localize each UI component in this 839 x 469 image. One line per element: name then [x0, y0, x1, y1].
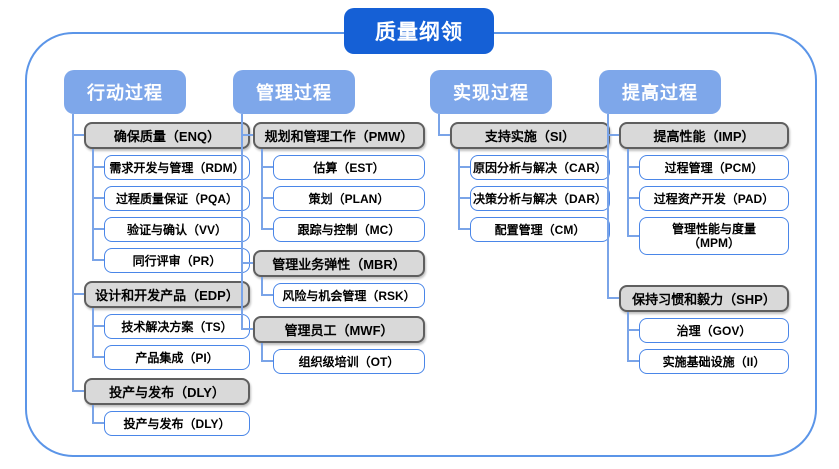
- group-branch: 风险与机会管理（RSK）: [261, 277, 425, 308]
- group-branch: 技术解决方案（TS） 产品集成（PI）: [92, 308, 250, 370]
- item-box-mpm: 管理性能与度量 （MPM）: [639, 217, 789, 255]
- diagram-title: 质量纲领: [344, 8, 494, 54]
- tree-node: 规划和管理工作（PMW） 估算（EST） 策划（PLAN） 跟踪与控制（MC）: [241, 114, 425, 242]
- group-branch: 需求开发与管理（RDM） 过程质量保证（PQA） 验证与确认（VV） 同行评审（…: [92, 149, 250, 273]
- tree-node: 组织级培训（OT）: [261, 343, 425, 374]
- column-improvement-process: 提高过程 提高性能（IMP） 过程管理（PCM） 过程资产开发（PAD） 管理性…: [599, 70, 789, 374]
- tree-node: 过程资产开发（PAD）: [627, 180, 789, 211]
- item-box-ot: 组织级培训（OT）: [273, 349, 425, 374]
- column-header-management-process: 管理过程: [233, 70, 355, 114]
- group-branch: 治理（GOV） 实施基础设施（II）: [627, 312, 789, 374]
- tree-node: 配置管理（CM）: [458, 211, 610, 242]
- item-box-pi: 产品集成（PI）: [104, 345, 250, 370]
- tree-node: 管理性能与度量 （MPM）: [627, 211, 789, 255]
- group-box-enq: 确保质量（ENQ）: [84, 122, 250, 149]
- item-box-rsk: 风险与机会管理（RSK）: [273, 283, 425, 308]
- tree-node: 投产与发布（DLY） 投产与发布（DLY）: [72, 370, 250, 436]
- item-box-car: 原因分析与解决（CAR）: [470, 155, 610, 180]
- group-branch: 过程管理（PCM） 过程资产开发（PAD） 管理性能与度量 （MPM）: [627, 149, 789, 255]
- group-box-mbr: 管理业务弹性（MBR）: [253, 250, 425, 277]
- column-implementation-process: 实现过程 支持实施（SI） 原因分析与解决（CAR） 决策分析与解决（DAR） …: [430, 70, 610, 242]
- column-header-implementation-process: 实现过程: [430, 70, 552, 114]
- group-box-edp: 设计和开发产品（EDP）: [84, 281, 250, 308]
- item-box-dar: 决策分析与解决（DAR）: [470, 186, 610, 211]
- tree-node: 策划（PLAN）: [261, 180, 425, 211]
- column-branch: 规划和管理工作（PMW） 估算（EST） 策划（PLAN） 跟踪与控制（MC） …: [241, 114, 425, 374]
- column-action-process: 行动过程 确保质量（ENQ） 需求开发与管理（RDM） 过程质量保证（PQA） …: [64, 70, 250, 436]
- tree-node: 决策分析与解决（DAR）: [458, 180, 610, 211]
- tree-node: 过程质量保证（PQA）: [92, 180, 250, 211]
- tree-node: 管理员工（MWF） 组织级培训（OT）: [241, 308, 425, 374]
- group-box-pmw: 规划和管理工作（PMW）: [253, 122, 425, 149]
- tree-node: 设计和开发产品（EDP） 技术解决方案（TS） 产品集成（PI）: [72, 273, 250, 370]
- group-branch: 估算（EST） 策划（PLAN） 跟踪与控制（MC）: [261, 149, 425, 242]
- item-box-ii: 实施基础设施（II）: [639, 349, 789, 374]
- group-box-imp: 提高性能（IMP）: [619, 122, 789, 149]
- tree-node: 技术解决方案（TS）: [92, 308, 250, 339]
- item-box-cm: 配置管理（CM）: [470, 217, 610, 242]
- item-box-plan: 策划（PLAN）: [273, 186, 425, 211]
- tree-node: 确保质量（ENQ） 需求开发与管理（RDM） 过程质量保证（PQA） 验证与确认…: [72, 114, 250, 273]
- item-box-est: 估算（EST）: [273, 155, 425, 180]
- column-header-action-process: 行动过程: [64, 70, 186, 114]
- tree-node: 跟踪与控制（MC）: [261, 211, 425, 242]
- tree-node: 原因分析与解决（CAR）: [458, 149, 610, 180]
- tree-node: 保持习惯和毅力（SHP） 治理（GOV） 实施基础设施（II）: [607, 255, 789, 374]
- item-box-ts: 技术解决方案（TS）: [104, 314, 250, 339]
- tree-node: 过程管理（PCM）: [627, 149, 789, 180]
- group-box-si: 支持实施（SI）: [450, 122, 610, 149]
- item-box-gov: 治理（GOV）: [639, 318, 789, 343]
- tree-node: 提高性能（IMP） 过程管理（PCM） 过程资产开发（PAD） 管理性能与度量 …: [607, 114, 789, 255]
- group-box-mwf: 管理员工（MWF）: [253, 316, 425, 343]
- item-box-dly: 投产与发布（DLY）: [104, 411, 250, 436]
- item-box-pqa: 过程质量保证（PQA）: [104, 186, 250, 211]
- tree-node: 需求开发与管理（RDM）: [92, 149, 250, 180]
- column-branch: 确保质量（ENQ） 需求开发与管理（RDM） 过程质量保证（PQA） 验证与确认…: [72, 114, 250, 436]
- tree-node: 治理（GOV）: [627, 312, 789, 343]
- tree-node: 实施基础设施（II）: [627, 343, 789, 374]
- tree-node: 产品集成（PI）: [92, 339, 250, 370]
- column-branch: 提高性能（IMP） 过程管理（PCM） 过程资产开发（PAD） 管理性能与度量 …: [607, 114, 789, 374]
- item-box-pcm: 过程管理（PCM）: [639, 155, 789, 180]
- group-branch: 组织级培训（OT）: [261, 343, 425, 374]
- item-box-vv: 验证与确认（VV）: [104, 217, 250, 242]
- column-branch: 支持实施（SI） 原因分析与解决（CAR） 决策分析与解决（DAR） 配置管理（…: [438, 114, 610, 242]
- tree-node: 投产与发布（DLY）: [92, 405, 250, 436]
- column-management-process: 管理过程 规划和管理工作（PMW） 估算（EST） 策划（PLAN） 跟踪与控制…: [233, 70, 425, 374]
- item-box-mc: 跟踪与控制（MC）: [273, 217, 425, 242]
- group-branch: 原因分析与解决（CAR） 决策分析与解决（DAR） 配置管理（CM）: [458, 149, 610, 242]
- tree-node: 同行评审（PR）: [92, 242, 250, 273]
- item-box-rdm: 需求开发与管理（RDM）: [104, 155, 250, 180]
- tree-node: 验证与确认（VV）: [92, 211, 250, 242]
- item-box-pr: 同行评审（PR）: [104, 248, 250, 273]
- tree-node: 支持实施（SI） 原因分析与解决（CAR） 决策分析与解决（DAR） 配置管理（…: [438, 114, 610, 242]
- column-header-improvement-process: 提高过程: [599, 70, 721, 114]
- group-branch: 投产与发布（DLY）: [92, 405, 250, 436]
- item-box-pad: 过程资产开发（PAD）: [639, 186, 789, 211]
- group-box-dly: 投产与发布（DLY）: [84, 378, 250, 405]
- group-box-shp: 保持习惯和毅力（SHP）: [619, 285, 789, 312]
- tree-node: 管理业务弹性（MBR） 风险与机会管理（RSK）: [241, 242, 425, 308]
- tree-node: 风险与机会管理（RSK）: [261, 277, 425, 308]
- tree-node: 估算（EST）: [261, 149, 425, 180]
